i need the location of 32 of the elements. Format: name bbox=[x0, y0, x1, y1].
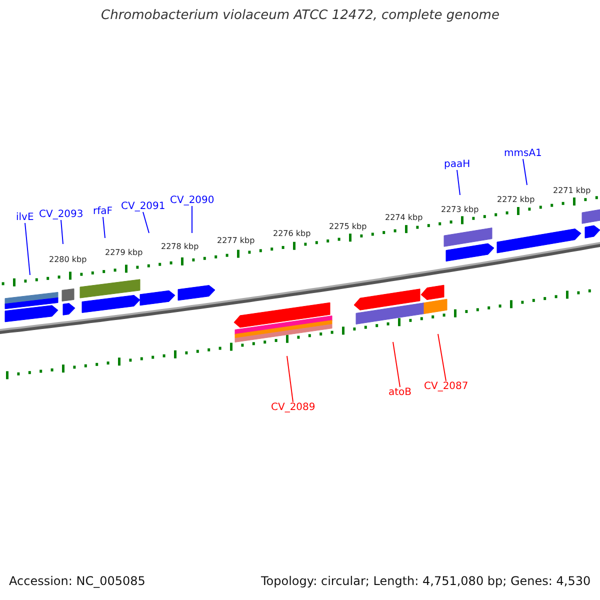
footer-text: Accession: NC_005085 bbox=[9, 575, 146, 588]
gene-label: CV_2090 bbox=[170, 195, 214, 206]
scale-label: 2275 kbp bbox=[329, 223, 367, 232]
leader-line bbox=[456, 170, 460, 196]
scale-label: 2279 kbp bbox=[105, 249, 143, 258]
gene-label: rfaF bbox=[93, 206, 113, 217]
scale-label: 2273 kbp bbox=[441, 206, 479, 215]
gene-label: paaH bbox=[444, 159, 470, 170]
leader-line bbox=[438, 334, 446, 382]
leader-line bbox=[102, 216, 106, 238]
scale-label: 2278 kbp bbox=[161, 243, 199, 252]
leader-line bbox=[60, 220, 64, 244]
gene-label: CV_2093 bbox=[39, 209, 84, 220]
leader-line bbox=[286, 356, 294, 402]
gene-label: atoB bbox=[388, 387, 412, 398]
gene-label: ilvE bbox=[16, 212, 34, 223]
scale-label: 2280 kbp bbox=[49, 256, 87, 265]
footer-text: Topology: circular; Length: 4,751,080 bp; Genes: 4,530 bbox=[261, 575, 591, 588]
gene-label: CV_2091 bbox=[121, 201, 166, 212]
scale-label: 2274 kbp bbox=[385, 214, 423, 223]
scale-label: 2276 kbp bbox=[273, 230, 311, 239]
scale-label: 2277 kbp bbox=[217, 237, 255, 246]
title: Chromobacterium violaceum ATCC 12472, complete genome bbox=[101, 9, 500, 24]
scale-label: 2271 kbp bbox=[553, 187, 591, 196]
gene-label: CV_2087 bbox=[424, 381, 468, 392]
leader-line bbox=[142, 212, 150, 234]
gene-label: CV_2089 bbox=[271, 402, 316, 413]
leader-line bbox=[24, 222, 30, 276]
leader-line bbox=[392, 342, 400, 388]
leader-line bbox=[522, 158, 528, 186]
scale-label: 2272 kbp bbox=[497, 196, 535, 205]
gene-label: mmsA1 bbox=[504, 148, 542, 159]
